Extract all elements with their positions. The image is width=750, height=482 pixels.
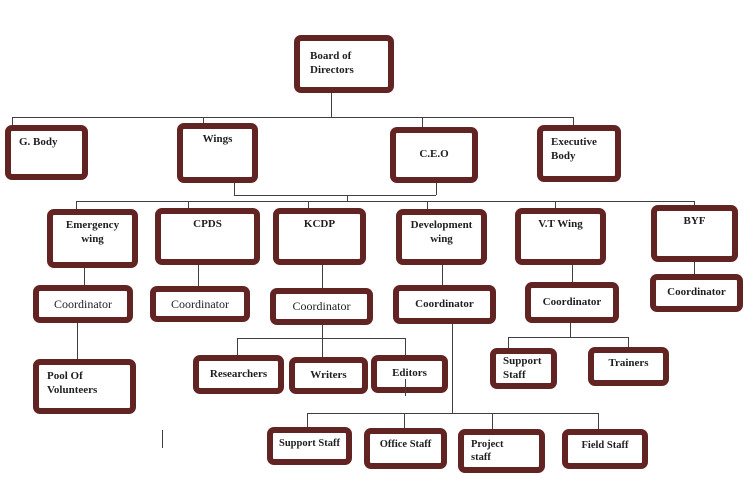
stray-line <box>405 379 406 396</box>
connector-line <box>331 93 332 117</box>
node-writers: Writers <box>289 357 368 394</box>
node-board-of-directors: Board of Directors <box>294 35 394 93</box>
node-ceo: C.E.O <box>390 127 478 183</box>
connector-line <box>307 413 308 427</box>
node-coordinator-vt: Coordinator <box>525 282 619 323</box>
connector-line <box>555 201 556 208</box>
node-emergency-wing: Emergency wing <box>47 209 138 268</box>
node-pool-of-volunteers: Pool Of Volunteers <box>33 359 136 414</box>
node-development-wing: Development wing <box>396 209 487 265</box>
connector-line <box>347 195 348 201</box>
connector-line <box>570 323 571 337</box>
connector-line <box>84 268 85 285</box>
connector-line <box>628 337 629 347</box>
connector-line <box>203 117 204 123</box>
connector-line <box>234 183 235 195</box>
connector-line <box>237 338 405 339</box>
node-editors: Editors <box>371 355 448 393</box>
connector-line <box>405 338 406 355</box>
node-coordinator-kcdp: Coordinator <box>270 288 373 325</box>
connector-line <box>198 265 199 286</box>
connector-line <box>422 117 423 127</box>
connector-line <box>436 183 437 195</box>
node-researchers: Researchers <box>193 355 284 394</box>
connector-line <box>76 201 694 202</box>
node-support-staff-vt: Support Staff <box>490 348 557 389</box>
connector-line <box>492 413 493 429</box>
connector-line <box>322 265 323 288</box>
connector-line <box>452 324 453 413</box>
node-cpds: CPDS <box>155 208 260 265</box>
node-trainers: Trainers <box>588 347 669 386</box>
connector-line <box>12 117 573 118</box>
connector-line <box>307 413 598 414</box>
connector-line <box>12 117 13 125</box>
node-coordinator-development: Coordinator <box>393 285 496 324</box>
connector-line <box>694 262 695 274</box>
connector-line <box>598 413 599 429</box>
connector-line <box>573 117 574 125</box>
node-g-body: G. Body <box>5 125 88 180</box>
connector-line <box>322 325 323 338</box>
connector-line <box>76 201 77 209</box>
node-byf: BYF <box>651 205 738 262</box>
connector-line <box>442 265 443 285</box>
connector-line <box>694 201 695 205</box>
connector-line <box>237 338 238 355</box>
node-kcdp: KCDP <box>273 208 366 265</box>
node-coordinator-cpds: Coordinator <box>150 286 250 322</box>
node-coordinator-byf: Coordinator <box>650 274 743 312</box>
connector-line <box>234 195 436 196</box>
node-vt-wing: V.T Wing <box>515 208 606 265</box>
node-support-staff-dev: Support Staff <box>267 427 352 465</box>
node-project-staff: Project staff <box>458 429 545 473</box>
connector-line <box>508 337 509 349</box>
connector-line <box>508 337 628 338</box>
node-coordinator-emergency: Coordinator <box>33 285 133 323</box>
node-executive-body: Executive Body <box>537 125 621 182</box>
stray-mark <box>162 430 163 448</box>
connector-line <box>188 201 189 208</box>
connector-line <box>322 338 323 357</box>
connector-line <box>404 413 405 428</box>
connector-line <box>308 201 309 208</box>
connector-line <box>427 201 428 209</box>
connector-line <box>572 265 573 282</box>
node-field-staff: Field Staff <box>562 429 648 469</box>
node-wings: Wings <box>177 123 258 183</box>
node-office-staff: Office Staff <box>364 428 447 469</box>
connector-line <box>77 323 78 359</box>
